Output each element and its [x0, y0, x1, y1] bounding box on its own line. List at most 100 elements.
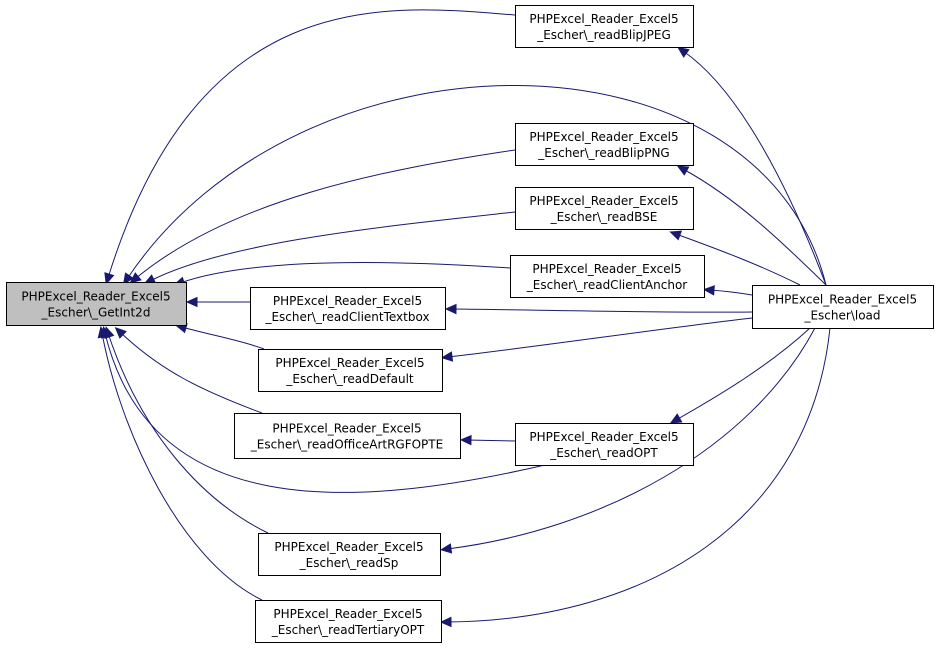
node-box	[510, 255, 705, 298]
node-box	[515, 187, 694, 230]
arrowhead	[97, 325, 109, 339]
node-label-line2: _Escher\_readTertiaryOPT	[271, 623, 425, 637]
edge-readBlipPNG-to-getint2d	[129, 149, 516, 284]
edge-load-to-getint2d	[122, 85, 827, 286]
node-box	[258, 533, 441, 576]
edge-readOfficeArtRGFOPTE-to-getint2d	[114, 327, 263, 414]
edge-readBlipJPEG-to-getint2d	[104, 9, 516, 285]
edge-line	[181, 326, 265, 350]
edge-readOPT-to-readOfficeArtRGFOPTE	[459, 434, 516, 446]
edge-load-to-readClientAnchor	[702, 285, 753, 296]
node-box	[255, 600, 442, 643]
edge-readTertiaryOPT-to-getint2d	[97, 325, 263, 601]
node-label-line1: PHPExcel_Reader_Excel5	[529, 430, 678, 444]
node-label-line2: _Escher\_readClientTextbox	[264, 310, 429, 324]
node-load[interactable]: PHPExcel_Reader_Excel5 _Escher\load	[752, 285, 934, 329]
edge-line	[119, 331, 263, 414]
edges-layer	[97, 9, 831, 628]
arrowhead	[439, 616, 452, 628]
edge-line	[451, 308, 753, 313]
edge-line	[107, 332, 269, 534]
edge-load-to-readBlipJPEG	[677, 46, 827, 286]
node-readTertiaryOPT[interactable]: PHPExcel_Reader_Excel5 _Escher\_readTerti…	[255, 600, 442, 643]
node-label-line2: _Escher\load	[803, 309, 880, 323]
node-readBSE[interactable]: PHPExcel_Reader_Excel5 _Escher\_readBSE	[515, 187, 694, 230]
node-label-line2: _Escher\_readOfficeArtRGFOPTE	[250, 438, 443, 452]
arrowhead	[459, 434, 472, 446]
node-box	[6, 282, 187, 326]
arrowhead	[185, 296, 198, 308]
edge-readClientAnchor-to-getint2d	[173, 262, 511, 287]
edge-readBSE-to-getint2d	[143, 211, 516, 285]
arrowhead	[677, 46, 690, 58]
node-box	[250, 287, 446, 330]
node-label-line1: PHPExcel_Reader_Excel5	[21, 290, 170, 304]
node-label-line1: PHPExcel_Reader_Excel5	[274, 540, 423, 554]
node-label-line1: PHPExcel_Reader_Excel5	[529, 12, 678, 26]
edge-line	[134, 149, 516, 280]
edge-line	[447, 317, 753, 358]
node-label-line1: PHPExcel_Reader_Excel5	[272, 422, 421, 436]
arrowhead	[444, 303, 457, 315]
node-readClientAnchor[interactable]: PHPExcel_Reader_Excel5 _Escher\_readClien…	[510, 255, 705, 298]
node-label-line2: _Escher\_readDefault	[285, 372, 414, 386]
node-label-line1: PHPExcel_Reader_Excel5	[532, 262, 681, 276]
edge-line	[104, 332, 546, 493]
edge-line	[682, 50, 827, 286]
node-box	[515, 5, 694, 48]
edge-load-to-readBSE	[669, 230, 801, 286]
edge-load-to-readBlipPNG	[676, 165, 827, 286]
arrowhead	[702, 285, 715, 296]
edge-load-to-readClientTextbox	[444, 303, 753, 315]
edge-load-to-readTertiaryOPT	[439, 327, 831, 628]
node-box	[752, 285, 934, 329]
edge-line	[446, 327, 816, 550]
edge-line	[179, 262, 511, 284]
arrowhead	[669, 413, 683, 424]
node-label-line2: _Escher\_readBSE	[550, 210, 658, 224]
node-box	[515, 423, 694, 466]
edge-line	[675, 327, 811, 421]
arrowhead	[669, 230, 683, 241]
edge-line	[675, 233, 801, 286]
node-box	[258, 349, 443, 392]
node-readDefault[interactable]: PHPExcel_Reader_Excel5_Escher\_readDefau…	[258, 349, 443, 392]
edge-line	[101, 332, 263, 601]
node-label-line2: _Escher\_readSp	[299, 556, 399, 570]
edge-line	[446, 327, 831, 623]
node-readSp[interactable]: PHPExcel_Reader_Excel5 _Escher\_readSp	[258, 533, 441, 576]
edge-line	[149, 211, 516, 282]
edge-line	[466, 439, 516, 442]
node-label-line2: _Escher\_readBlipPNG	[537, 146, 669, 160]
node-label-line1: PHPExcel_Reader_Excel5	[273, 607, 422, 621]
edge-readClientTextbox-to-getint2d	[185, 296, 250, 308]
node-readBlipPNG[interactable]: PHPExcel_Reader_Excel5 _Escher\_readBlipP…	[515, 123, 694, 166]
arrowhead	[104, 272, 115, 285]
arrowhead	[440, 351, 454, 362]
edge-line	[126, 85, 827, 286]
node-label-line2: _Escher\_readClientAnchor	[526, 278, 688, 292]
edge-line	[709, 289, 753, 296]
arrowhead	[114, 327, 127, 339]
node-readOfficeArtRGFOPTE[interactable]: PHPExcel_Reader_Excel5 _Escher\_readOffic…	[234, 413, 461, 459]
node-box	[234, 413, 461, 459]
node-box	[515, 123, 694, 166]
node-readBlipJPEG[interactable]: PHPExcel_Reader_Excel5 _Escher\_readBlipJ…	[515, 5, 694, 48]
node-label-line1: PHPExcel_Reader_Excel5	[768, 293, 917, 307]
edge-line	[682, 168, 827, 286]
arrowhead	[129, 272, 142, 284]
node-label-line1: PHPExcel_Reader_Excel5	[273, 294, 422, 308]
node-readOPT[interactable]: PHPExcel_Reader_Excel5 _Escher\_readOPT	[515, 423, 694, 466]
node-label-line2: _Escher\_readOPT	[549, 446, 658, 460]
node-label-line2: _Escher\_readBlipJPEG	[536, 28, 671, 42]
node-label-line2: _Escher\_GetInt2d	[41, 306, 151, 320]
edge-load-to-readSp	[439, 327, 816, 554]
node-label-line1: PHPExcel_Reader_Excel5	[529, 194, 678, 208]
node-getint2d[interactable]: PHPExcel_Reader_Excel5 _Escher\_GetInt2d	[6, 282, 187, 326]
node-label-line1: PHPExcel_Reader_Excel5	[529, 130, 678, 144]
node-readClientTextbox[interactable]: PHPExcel_Reader_Excel5 _Escher\_readClien…	[250, 287, 446, 330]
edge-load-to-readOPT	[669, 327, 811, 424]
arrowhead	[676, 165, 690, 176]
edge-line	[107, 9, 516, 279]
